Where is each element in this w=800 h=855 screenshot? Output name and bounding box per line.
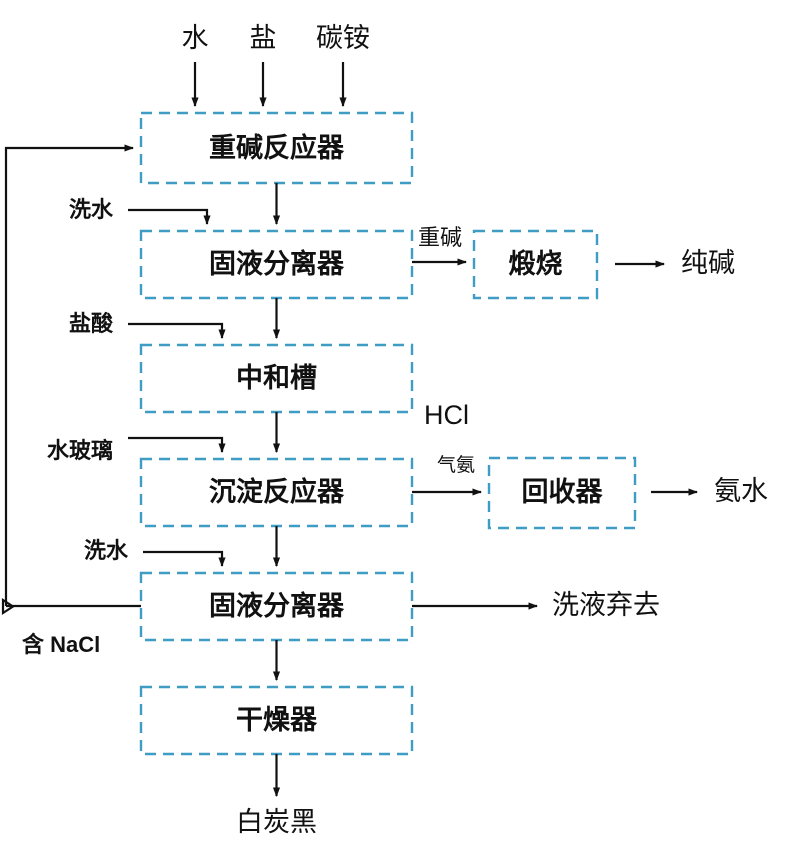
unit-solid-liquid-separator-1-label: 固液分离器 [209, 248, 345, 279]
output-label-white-carbon-black: 白炭黑 [236, 807, 317, 837]
side-input-label-wash-water-2: 洗水 [84, 538, 129, 563]
side-input-wash-water-2-line [143, 550, 226, 567]
feed-label-salt: 盐 [250, 23, 277, 53]
output-label-ammonia-water: 氨水 [714, 476, 768, 506]
feed-label-ammonium-carbonate: 碳铵 [316, 23, 370, 53]
unit-neutralization-tank-label: 中和槽 [236, 363, 317, 393]
unit-recovery-box[interactable] [487, 456, 637, 530]
output-label-soda-ash: 纯碱 [681, 248, 735, 278]
side-input-water-glass-line [128, 436, 226, 453]
stream-label-nacl-recycle: 含 NaCl [22, 632, 100, 657]
side-input-hydrochloric-acid-line [128, 322, 226, 339]
unit-recovery-label: 回收器 [522, 477, 604, 507]
side-input-label-hydrochloric-acid: 盐酸 [69, 311, 114, 336]
stream-label-ammonia-gas: 气氨 [437, 454, 475, 476]
unit-calciner-label: 煅烧 [509, 248, 563, 279]
stream-label-crude-soda: 重碱 [418, 225, 462, 250]
side-input-wash-water-1-line [128, 208, 211, 225]
side-input-label-water-glass: 水玻璃 [47, 438, 113, 463]
unit-calciner-box[interactable] [472, 229, 599, 300]
stream-label-hcl: HCl [424, 400, 469, 430]
unit-precipitation-reactor-label: 沉淀反应器 [209, 476, 345, 507]
unit-solid-liquid-separator-2-label: 固液分离器 [209, 590, 345, 621]
unit-bicarbonate-reactor-label: 重碱反应器 [209, 132, 345, 163]
unit-dryer-label: 干燥器 [236, 705, 318, 735]
output-label-wash-liquid-discard: 洗液弃去 [552, 590, 660, 620]
connector-nacl-recycle-loop [1, 144, 141, 616]
feed-label-water: 水 [182, 23, 209, 53]
side-input-label-wash-water-1: 洗水 [69, 197, 114, 222]
